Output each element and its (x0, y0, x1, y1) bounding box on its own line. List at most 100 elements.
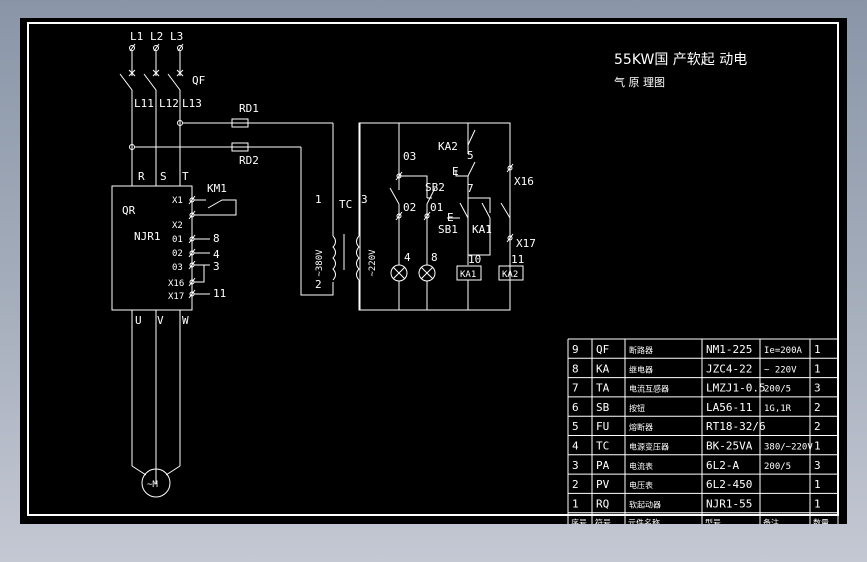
bom-cell-name: 电流表 (629, 461, 653, 471)
fuse-rd2-label: RD2 (239, 154, 259, 167)
bom-cell-name: 电流互感器 (629, 384, 669, 394)
starter-model: NJR1 (134, 230, 161, 243)
node-4: 4 (404, 251, 411, 264)
bom-header: 型号 (705, 519, 721, 524)
label-ka2: KA2 (438, 140, 458, 153)
transformer-label: TC (339, 198, 352, 211)
soft-starter-box (111, 185, 193, 311)
node-11: 11 (511, 253, 524, 266)
fuse-rd1 (231, 118, 249, 128)
motor: ~M (131, 310, 181, 498)
bom-header: 符号 (595, 518, 611, 524)
label-sb1: SB1 (438, 223, 458, 236)
wire-11: 11 (213, 287, 226, 300)
drawing-canvas[interactable]: 55KW国 产软起 动电 气 原 理图 L1 L2 L3 QF L11 L12 … (20, 18, 847, 524)
bom-cell-model: JZC4-22 (706, 362, 752, 375)
bom-cell-qty: 1 (814, 497, 821, 510)
contactor-km1: KM1 (207, 182, 227, 195)
secondary-voltage: ~220V (368, 249, 378, 277)
schematic: 55KW国 产软起 动电 气 原 理图 L1 L2 L3 QF L11 L12 … (27, 22, 839, 524)
label-x16: X16 (514, 175, 534, 188)
bom-cell-note: 380/~220V (764, 443, 813, 453)
bom-cell-qty: 3 (814, 382, 821, 395)
input-s: S (160, 170, 167, 183)
control-circuit: 03 02 4 01 8 SB2 KA2 5 E 7 E (359, 122, 536, 311)
transformer-terminal-2: 2 (315, 278, 322, 291)
bom-cell-note: Ie=200A (764, 346, 803, 356)
bom-header: 备注 (763, 518, 779, 524)
label-e-sb2: E (452, 165, 459, 178)
bom-cell-model: NM1-225 (706, 343, 752, 356)
bom-cell-symbol: FU (596, 420, 609, 433)
branch-l11: L11 (134, 97, 154, 110)
bom-cell-name: 熔断器 (629, 422, 653, 432)
bom-cell-name: 继电器 (629, 364, 653, 374)
wire-3: 3 (213, 260, 220, 273)
bom-cell-symbol: QF (596, 343, 609, 356)
bom-cell-model: BK-25VA (706, 440, 753, 453)
bom-cell-no: 3 (572, 459, 579, 472)
coil-ka2 (498, 265, 524, 281)
transformer-terminal-1: 1 (315, 193, 322, 206)
coil-ka1-label: KA1 (460, 270, 476, 280)
fuse-rd2 (231, 142, 249, 152)
bom-cell-qty: 1 (814, 343, 821, 356)
phase-l1: L1 (130, 30, 143, 43)
breaker-label: QF (192, 74, 205, 87)
primary-voltage: ~380V (315, 249, 325, 277)
bom-cell-no: 2 (572, 478, 579, 491)
bom-cell-symbol: PV (596, 478, 610, 491)
power-circuit: L1 L2 L3 QF L11 L12 L13 RD1 (119, 30, 333, 186)
bom-cell-model: 6L2-450 (706, 478, 752, 491)
bom-cell-no: 5 (572, 420, 579, 433)
terminal-01: 01 (172, 235, 183, 245)
bom-cell-model: LMZJ1-0.5 (706, 382, 766, 395)
bom-cell-qty: 2 (814, 401, 821, 414)
bom-cell-qty: 3 (814, 459, 821, 472)
bom-cell-note: 200/5 (764, 462, 791, 472)
bom-cell-qty: 1 (814, 440, 821, 453)
bom-header: 元件名称 (628, 518, 660, 524)
transformer: 1 2 3 TC ~380V ~220V (300, 122, 378, 311)
bom-cell-symbol: KA (596, 362, 610, 375)
bom-cell-qty: 1 (814, 478, 821, 491)
bom-cell-symbol: TC (596, 440, 609, 453)
fuse-rd1-label: RD1 (239, 102, 259, 115)
output-w: W (182, 314, 189, 327)
bom-cell-model: NJR1-55 (706, 497, 752, 510)
bom-row: 5 FU 熔断器 RT18-32/6 2 (572, 420, 821, 433)
bom-cell-qty: 2 (814, 420, 821, 433)
bom-row: 2 PV 电压表 6L2-450 1 (572, 478, 821, 491)
label-02: 02 (403, 201, 416, 214)
terminal-x1: X1 (172, 196, 183, 206)
bom-cell-symbol: SB (596, 401, 610, 414)
label-03: 03 (403, 150, 416, 163)
branch-l12: L12 (159, 97, 179, 110)
bom-cell-name: 电压表 (629, 480, 653, 490)
output-u: U (135, 314, 142, 327)
wire-4: 4 (213, 248, 220, 261)
terminal-x17: X17 (168, 292, 184, 302)
bom-cell-note: 200/5 (764, 385, 791, 395)
bom-cell-name: 软起动器 (629, 499, 661, 509)
bom-cell-note: ~ 220V (764, 365, 797, 375)
bom-cell-no: 1 (572, 497, 579, 510)
input-t: T (182, 170, 189, 183)
bom-cell-no: 7 (572, 382, 579, 395)
bom-cell-model: 6L2-A (706, 459, 739, 472)
bom-cell-symbol: PA (596, 459, 610, 472)
title-line1: 55KW国 产软起 动电 (614, 52, 747, 68)
node-5: 5 (467, 149, 474, 162)
bom-cell-model: LA56-11 (706, 401, 752, 414)
drawing-frame (27, 22, 839, 516)
phase-l3: L3 (170, 30, 183, 43)
bom-cell-no: 8 (572, 362, 579, 375)
terminal-x2: X2 (172, 221, 183, 231)
bom-cell-model: RT18-32/6 (706, 420, 766, 433)
bom-row: 8 KA 继电器 JZC4-22 ~ 220V 1 (572, 362, 821, 375)
bom-cell-qty: 1 (814, 362, 821, 375)
